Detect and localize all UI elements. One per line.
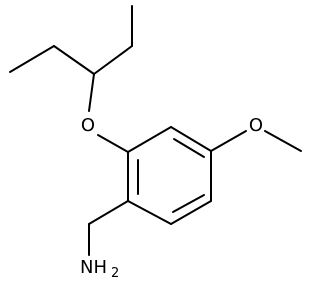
bond-ring-double-1	[173, 138, 205, 158]
oxygen-label-left: O	[81, 115, 95, 136]
bond-ring-ch2	[88, 200, 129, 225]
bond-ring-5	[127, 200, 172, 225]
oxygen-label-right: O	[249, 115, 263, 136]
bond-ring-4	[170, 200, 212, 225]
bond-ring-1	[127, 126, 172, 153]
bond-ring-o-methoxy	[210, 130, 247, 152]
amine-label: NH	[80, 257, 107, 278]
chemical-structure-diagram: O O NH 2	[9, 5, 302, 281]
bond-ring-2	[170, 126, 212, 152]
bond-o-ring	[97, 134, 129, 153]
bond-ethyl-1b	[53, 45, 95, 75]
bond-o-methyl	[264, 130, 302, 152]
bond-ring-double-2	[172, 194, 205, 213]
bond-ethyl-2a	[93, 45, 133, 75]
bond-ch-o	[88, 73, 95, 112]
amine-subscript: 2	[111, 266, 119, 281]
atom-labels: O O NH 2	[80, 115, 263, 281]
bond-ethyl-1a	[9, 45, 55, 73]
molecule-bonds	[9, 5, 302, 256]
